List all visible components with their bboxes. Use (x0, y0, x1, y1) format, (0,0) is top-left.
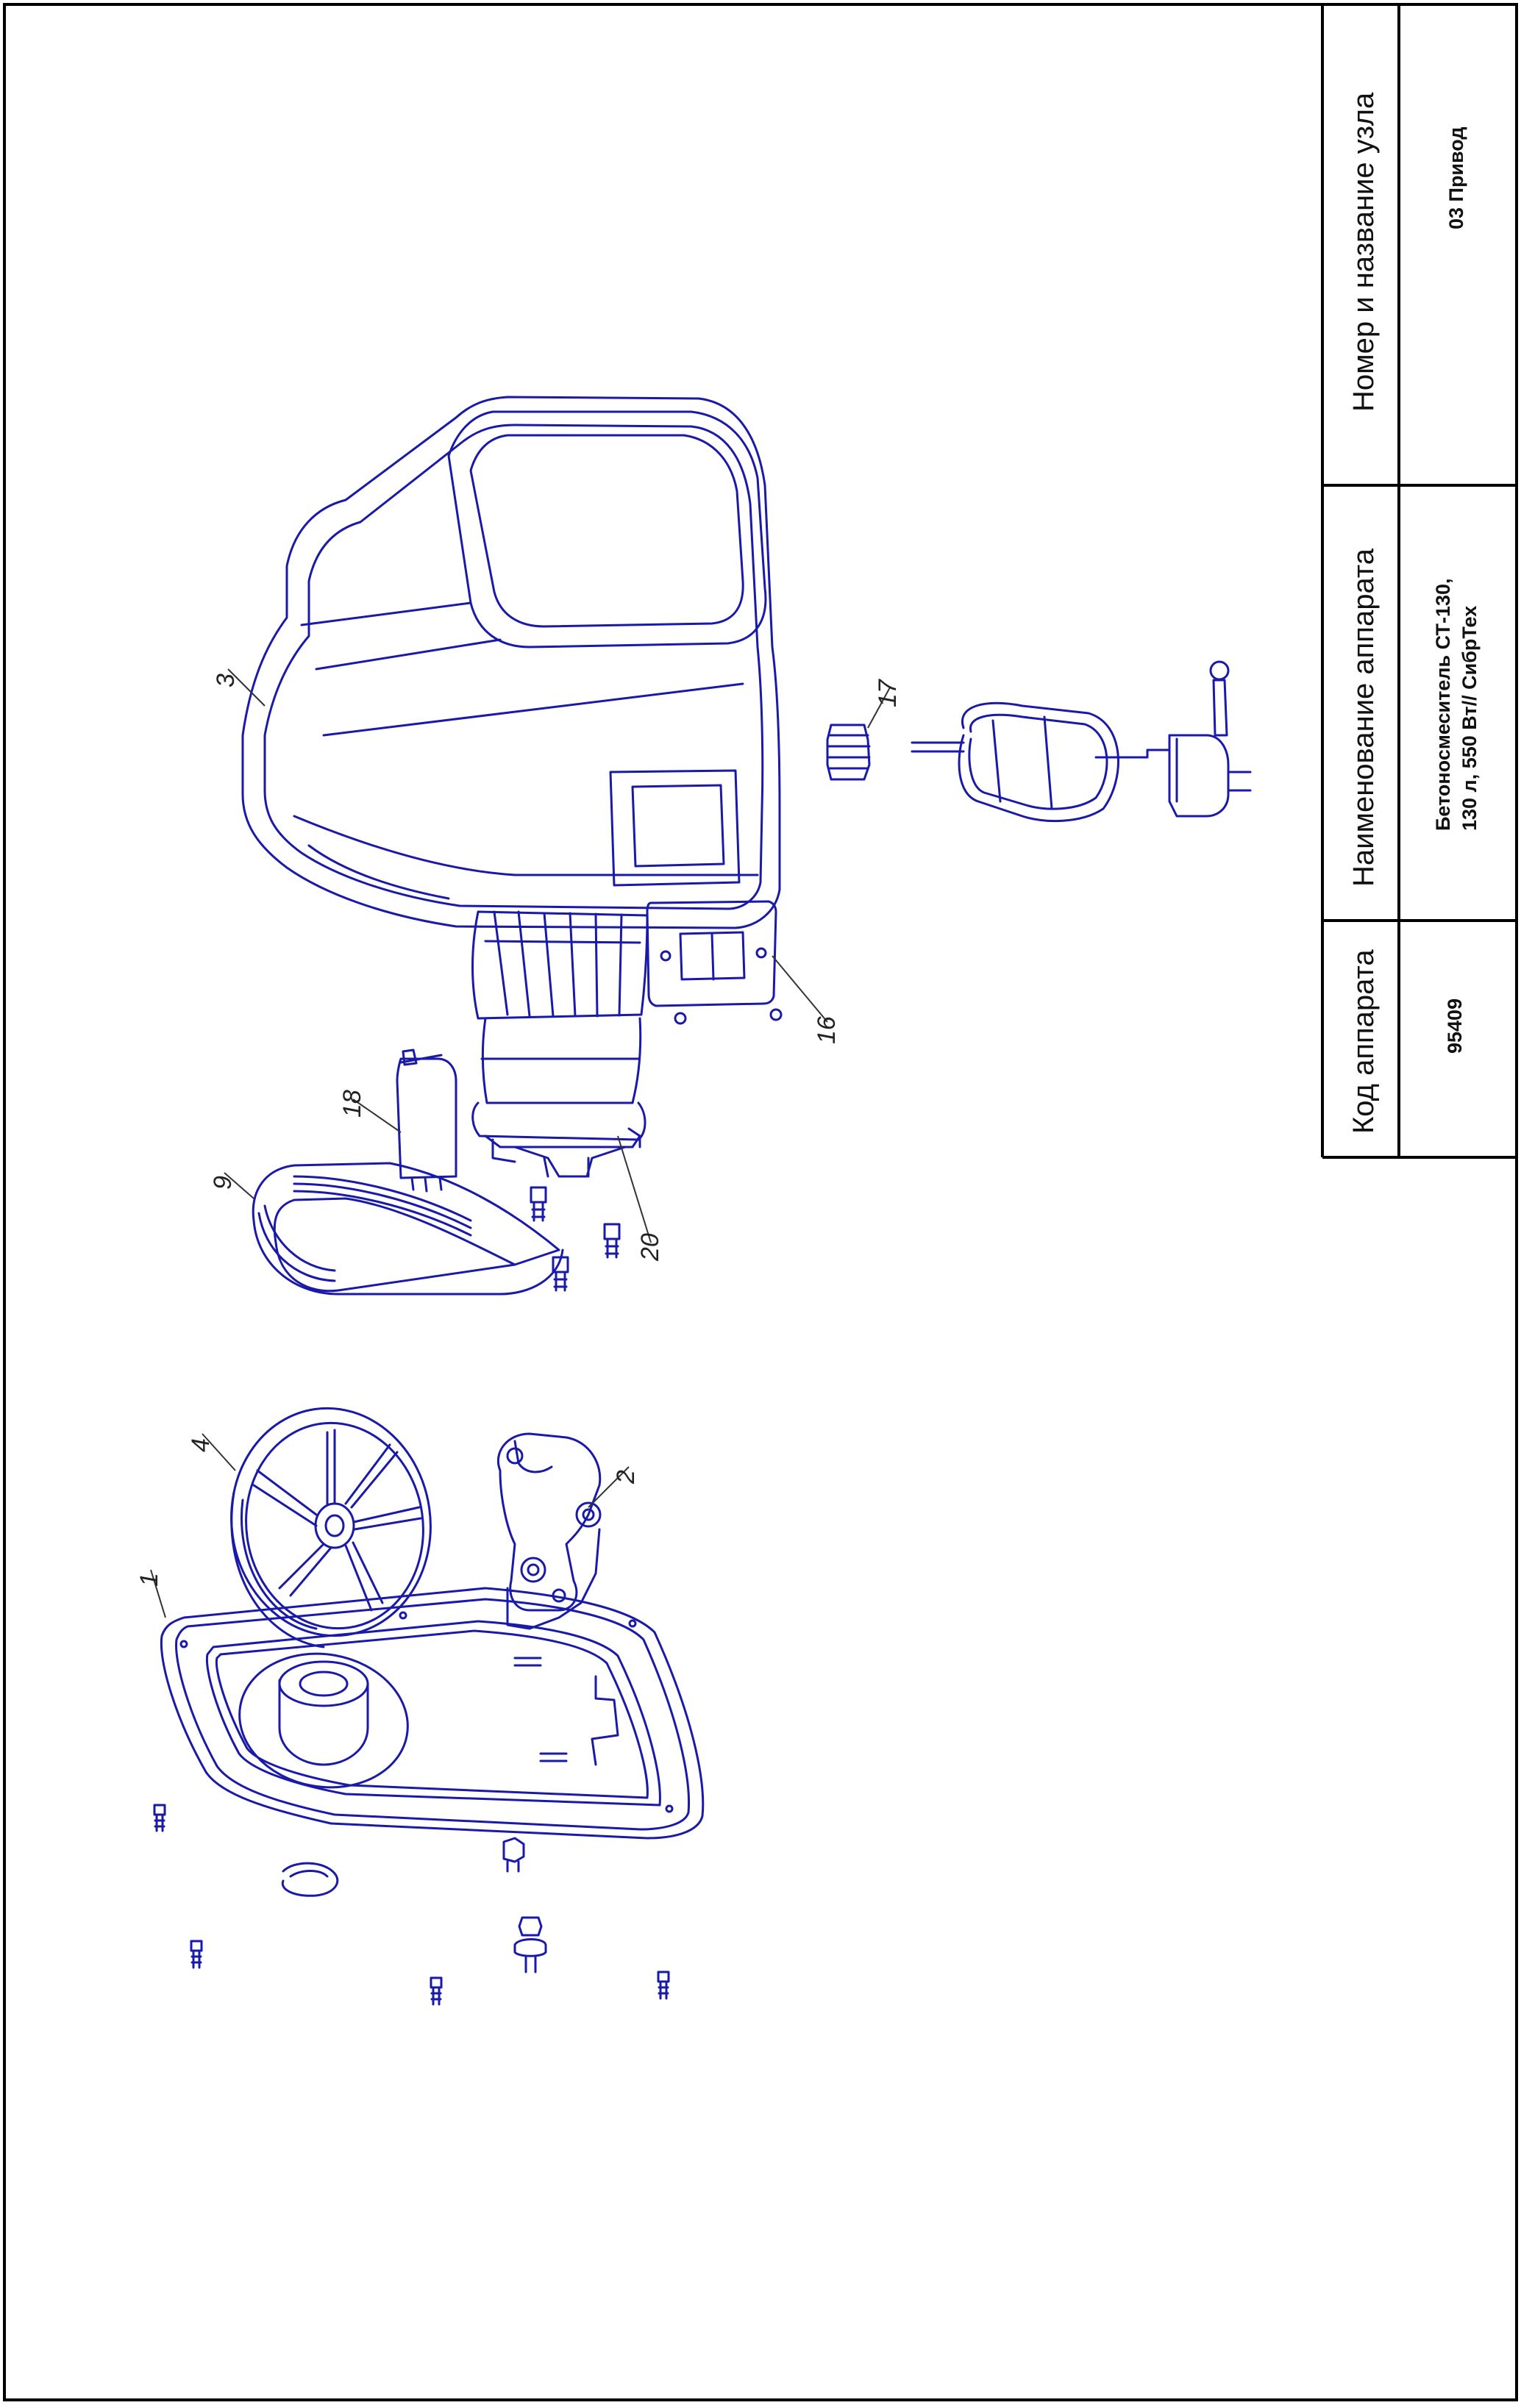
callout-17: 17 (874, 679, 902, 707)
callout-18: 18 (338, 1090, 366, 1118)
name-header: Наименование аппарата (1347, 549, 1380, 887)
code-value: 95409 (1444, 998, 1466, 1054)
part-4-motor-cover (241, 396, 781, 929)
motor-bolts (530, 1186, 621, 1292)
sheet-frame (3, 3, 1518, 2401)
part-2-bracket (496, 1432, 602, 1630)
callout-9: 9 (209, 1176, 237, 1190)
node-header: Номер и название узла (1347, 92, 1380, 412)
callout-20: 20 (636, 1233, 664, 1262)
part-3-pulley (230, 1407, 432, 1648)
part-1-base-plate (160, 1587, 705, 1840)
name-value-line2: 130 л, 550 Вт// СибрТех (1458, 605, 1481, 831)
callout-labels: 1 4 2 3 9 18 16 17 20 (135, 674, 902, 1587)
part-9-belt (252, 1162, 564, 1296)
power-cord (911, 660, 1252, 822)
callout-16: 16 (813, 1016, 841, 1044)
node-value: 03 Привод (1445, 126, 1467, 229)
name-value-line1: Бетоносмеситель СТ-130, (1432, 578, 1454, 832)
callout-4: 3 (212, 674, 240, 687)
part-16-switch (646, 900, 783, 1025)
terminal-window (609, 769, 741, 887)
callout-2: 2 (612, 1470, 640, 1485)
callout-1: 1 (135, 1573, 163, 1587)
part-18-capacitor (396, 1048, 457, 1193)
part-20-motor (471, 910, 649, 1178)
part-17-cord-gland (826, 724, 871, 781)
title-block-grid (1321, 4, 1517, 1159)
callout-3: 4 (187, 1438, 215, 1452)
code-header: Код аппарата (1347, 949, 1380, 1134)
base-fasteners (153, 1804, 670, 2006)
leader-lines (150, 668, 891, 1618)
